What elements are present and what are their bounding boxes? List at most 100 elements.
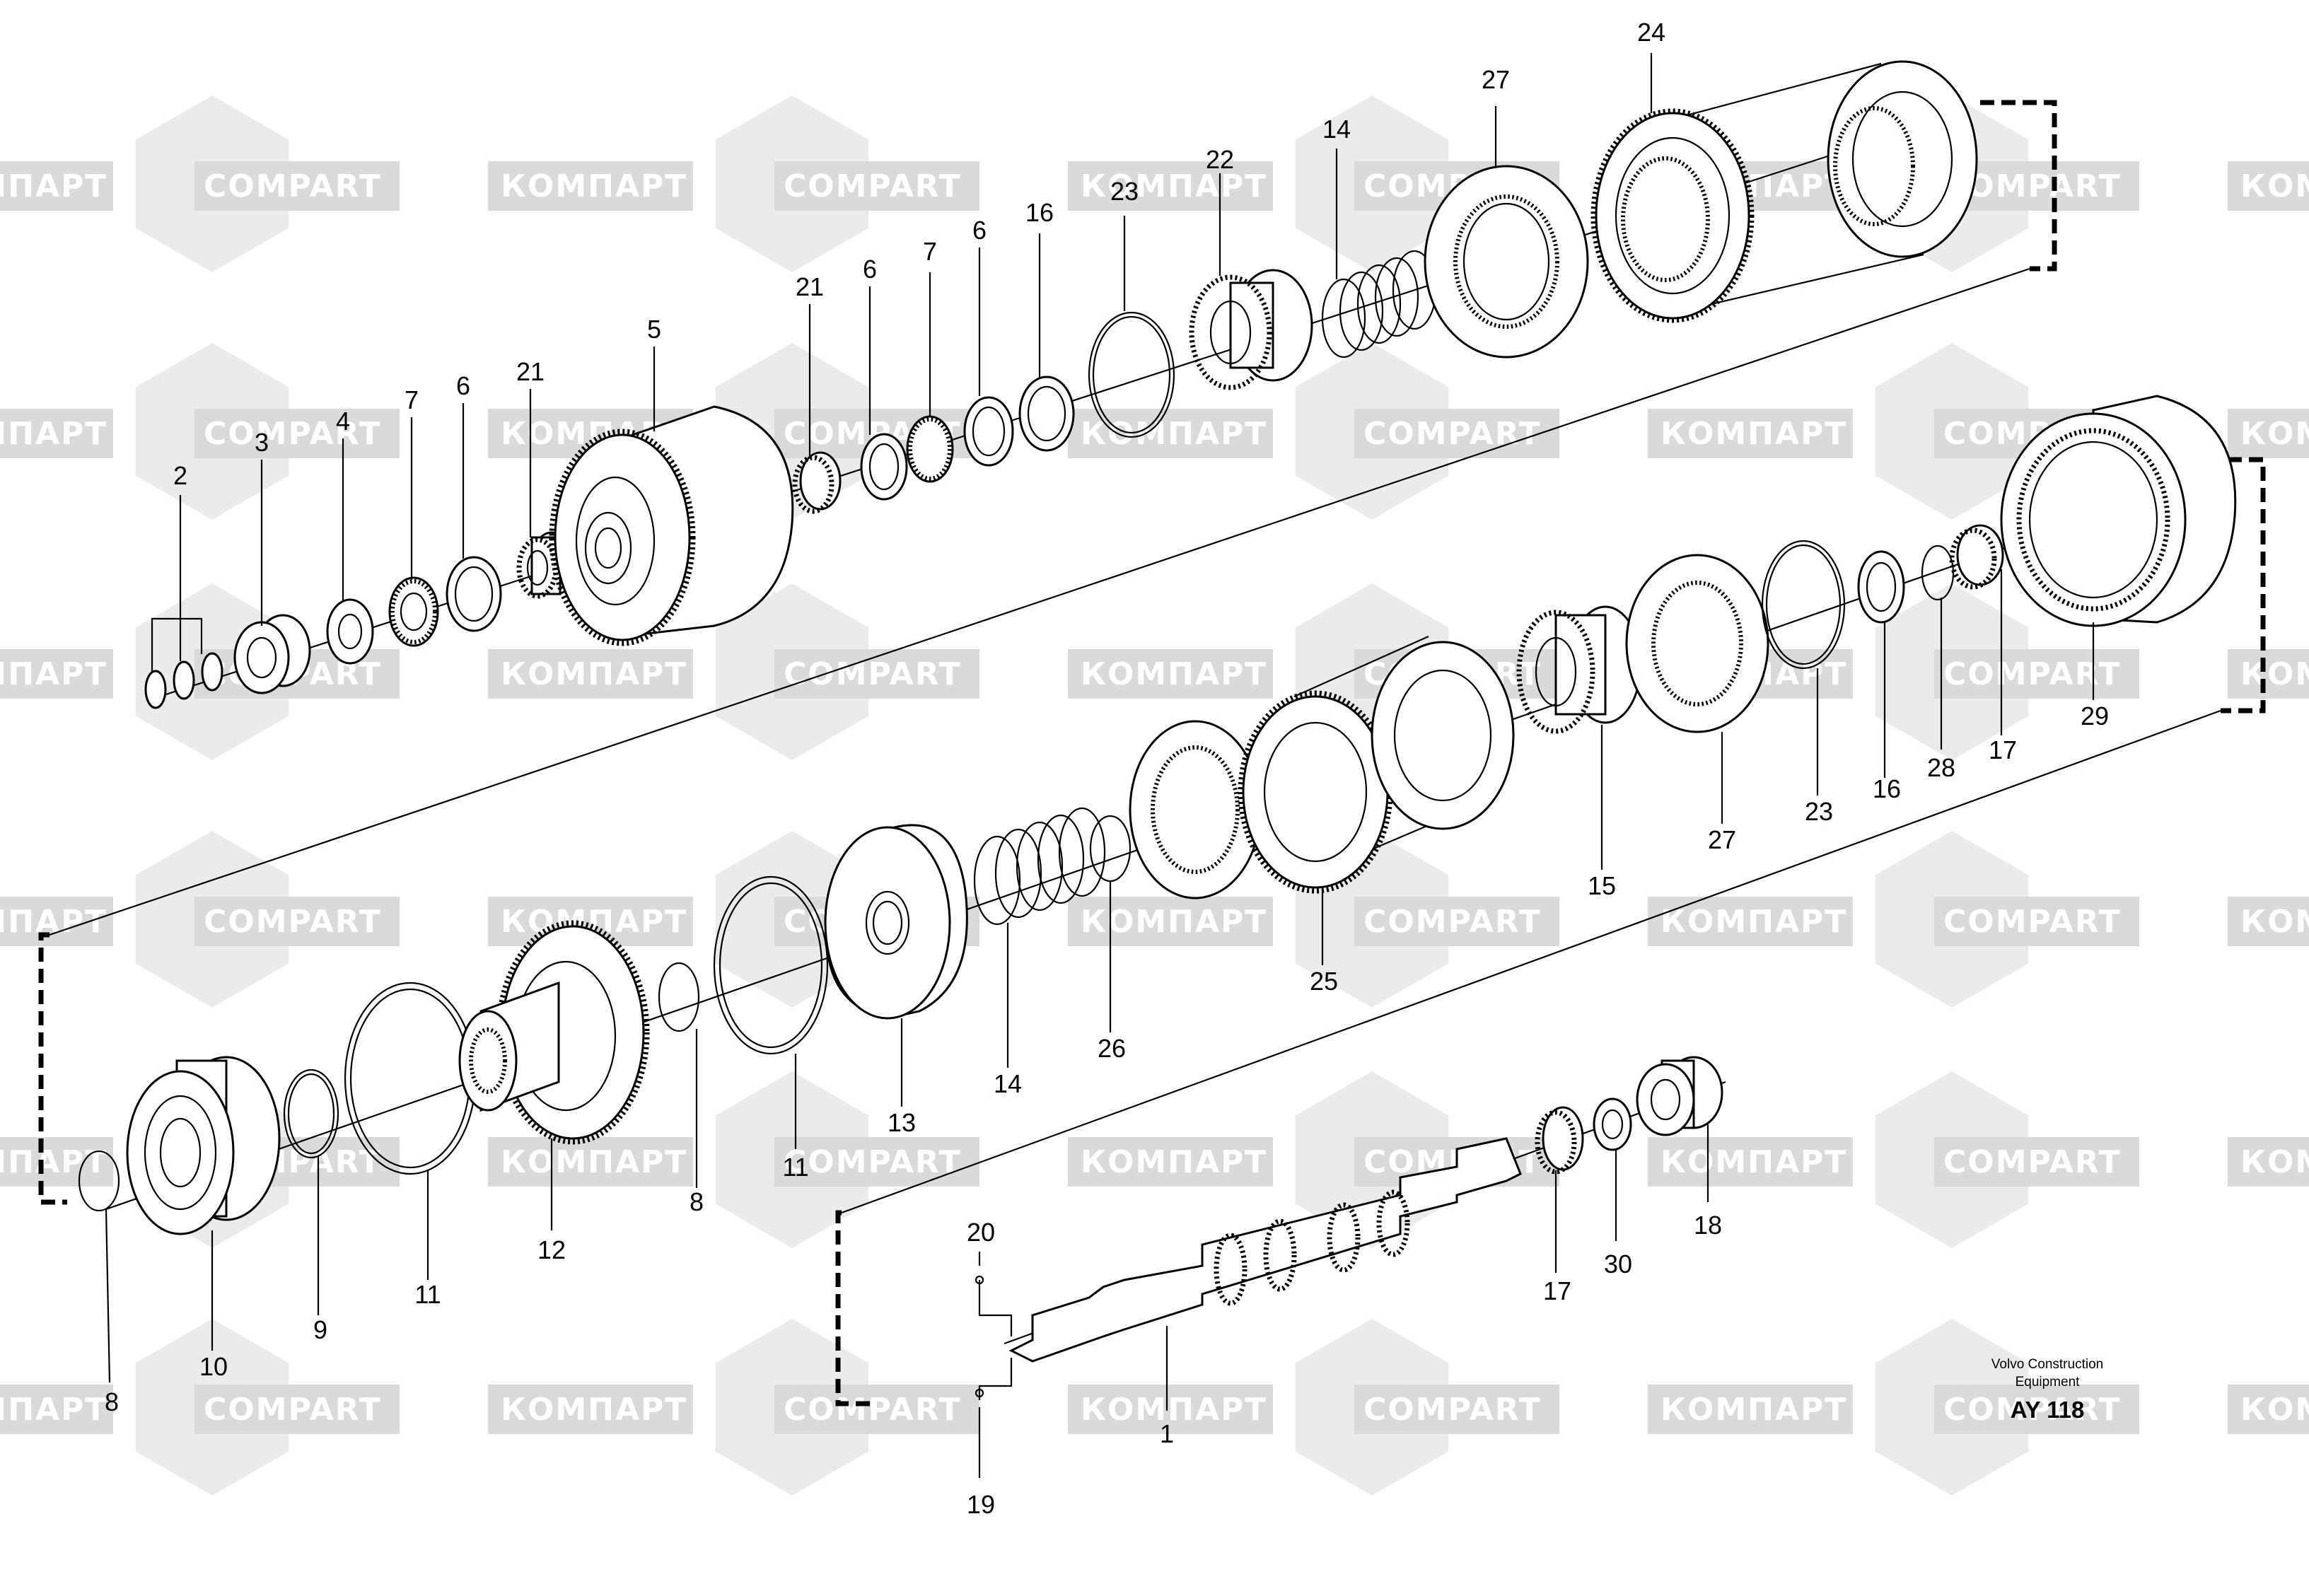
snap-ring-23-mid — [1761, 540, 1846, 670]
watermark-band-latin — [774, 649, 979, 699]
watermark-text-cyrillic: КОМПАРТ — [2240, 656, 2309, 692]
watermark-band-cyrillic — [1648, 1385, 1853, 1434]
watermark-text-cyrillic: КОМПАРТ — [1081, 168, 1267, 204]
callout-1: 1 — [1160, 1419, 1174, 1448]
watermark-text-cyrillic: КОМПАРТ — [0, 1392, 107, 1428]
watermark-band-cyrillic — [488, 1385, 693, 1434]
disc-25-front — [1129, 720, 1262, 899]
callout-14-top: 14 — [1322, 115, 1351, 144]
watermark-text-cyrillic: КОМПАРТ — [501, 656, 687, 692]
ring-9 — [283, 1068, 339, 1159]
watermark-band-cyrillic — [488, 1137, 693, 1187]
callout-7-right: 7 — [923, 237, 937, 266]
watermark-text-latin: COMPART — [1943, 1392, 2122, 1428]
watermark-band-latin — [194, 409, 400, 458]
spacer-30 — [1593, 1097, 1632, 1151]
callout-23-top: 23 — [1110, 177, 1139, 206]
callout-22: 22 — [1206, 145, 1234, 174]
watermark-text-cyrillic: КОМПАРТ — [0, 656, 107, 692]
watermark-band-latin — [774, 1385, 979, 1434]
watermark-text-cyrillic: КОМПАРТ — [0, 904, 107, 940]
washer-6-left — [446, 556, 502, 632]
watermark-text-cyrillic: КОМПАРТ — [2240, 168, 2309, 204]
snap-rings-2 — [144, 617, 223, 709]
watermark-text-latin: COMPART — [1363, 904, 1542, 940]
watermark-band-latin — [194, 161, 400, 211]
callout-6-mid: 6 — [863, 255, 877, 284]
clutch-pack-24 — [1590, 60, 1978, 323]
watermark-text-cyrillic: КОМПАРТ — [0, 416, 107, 452]
watermark-text-latin: COMPART — [784, 1144, 962, 1180]
hub-15 — [1516, 605, 1642, 734]
callout-23-mid: 23 — [1805, 797, 1833, 826]
callout-16-top: 16 — [1025, 198, 1054, 227]
watermark-text-cyrillic: КОМПАРТ — [2240, 1144, 2309, 1180]
watermark-text-cyrillic: КОМПАРТ — [2240, 904, 2309, 940]
hub-22 — [1189, 269, 1313, 390]
needle-bearing-21-right — [792, 451, 842, 514]
watermark-text-latin: COMPART — [204, 168, 382, 204]
disc-27-top — [1424, 165, 1589, 359]
watermark-band-cyrillic — [2228, 1385, 2309, 1434]
callout-6-right: 6 — [972, 216, 987, 245]
watermark-band-latin — [194, 1385, 400, 1434]
watermark-band-cyrillic — [2228, 649, 2309, 699]
watermark-text-latin: COMPART — [204, 1392, 382, 1428]
watermark-band-cyrillic — [488, 649, 693, 699]
watermark-band-cyrillic — [1068, 161, 1273, 211]
callout-6-left: 6 — [456, 371, 470, 400]
piston-13 — [824, 824, 968, 1020]
watermark-band-cyrillic — [1068, 1385, 1273, 1434]
credit-line-1: Volvo Construction — [1991, 1357, 2103, 1372]
ring-gear-29 — [2000, 395, 2237, 627]
springs-14-top — [1321, 250, 1437, 359]
drawing-credit: Volvo Construction Equipment AY 118 — [1991, 1357, 2103, 1423]
spacer-4 — [326, 598, 374, 665]
watermark-band-cyrillic — [0, 897, 113, 946]
ring-28 — [1921, 544, 1955, 601]
callout-26: 26 — [1098, 1034, 1126, 1063]
watermark-text-cyrillic: КОМПАРТ — [1660, 1392, 1847, 1428]
needle-bearing-17-top — [1949, 524, 2004, 590]
bearing-10 — [126, 1056, 281, 1235]
callout-19: 19 — [967, 1490, 995, 1519]
watermark-band-cyrillic — [1068, 409, 1273, 458]
callout-5: 5 — [647, 315, 661, 344]
watermark-text-latin: COMPART — [784, 168, 962, 204]
watermark-text-latin: COMPART — [204, 416, 382, 452]
callout-3: 3 — [255, 428, 269, 457]
watermark-text-cyrillic: КОМПАРТ — [1081, 1392, 1267, 1428]
callout-leaders — [105, 53, 2095, 1478]
watermark-text-cyrillic: КОМПАРТ — [501, 1392, 687, 1428]
callout-7-left: 7 — [405, 385, 419, 414]
callout-8-mid: 8 — [690, 1187, 704, 1216]
watermark-band-cyrillic — [0, 409, 113, 458]
seal-ring-11-left — [344, 982, 477, 1175]
callout-24: 24 — [1637, 18, 1665, 47]
snap-ring-8-mid — [658, 962, 700, 1032]
watermark-band-cyrillic — [0, 1385, 113, 1434]
callout-2: 2 — [173, 461, 187, 490]
thrust-washer-7-right — [906, 415, 954, 483]
callout-30: 30 — [1604, 1250, 1632, 1278]
callout-16-mid: 16 — [1873, 774, 1901, 803]
watermark-text-cyrillic: КОМПАРТ — [501, 168, 687, 204]
watermark-band-latin — [1354, 1385, 1559, 1434]
callout-8-left: 8 — [105, 1387, 119, 1416]
callout-labels: 2 3 4 7 6 21 5 21 6 7 6 16 23 22 14 27 2… — [105, 18, 2109, 1519]
watermark-text-latin: COMPART — [1363, 416, 1542, 452]
watermark-text-latin: COMPART — [1943, 1144, 2122, 1180]
callout-14-mid: 14 — [994, 1069, 1022, 1098]
disc-27-mid — [1625, 554, 1769, 733]
callout-21-right: 21 — [796, 272, 824, 301]
callout-10: 10 — [199, 1352, 228, 1381]
credit-line-2: Equipment — [2016, 1375, 2081, 1390]
callout-17-top: 17 — [1989, 735, 2017, 764]
watermark-band-cyrillic — [1068, 649, 1273, 699]
watermark-band-latin — [1354, 409, 1559, 458]
callout-20: 20 — [967, 1218, 995, 1247]
watermark-band-latin — [774, 1137, 979, 1187]
watermark-band-cyrillic — [2228, 897, 2309, 946]
watermark-text-cyrillic: КОМПАРТ — [1660, 1144, 1847, 1180]
fittings-19-20 — [975, 1275, 1013, 1400]
